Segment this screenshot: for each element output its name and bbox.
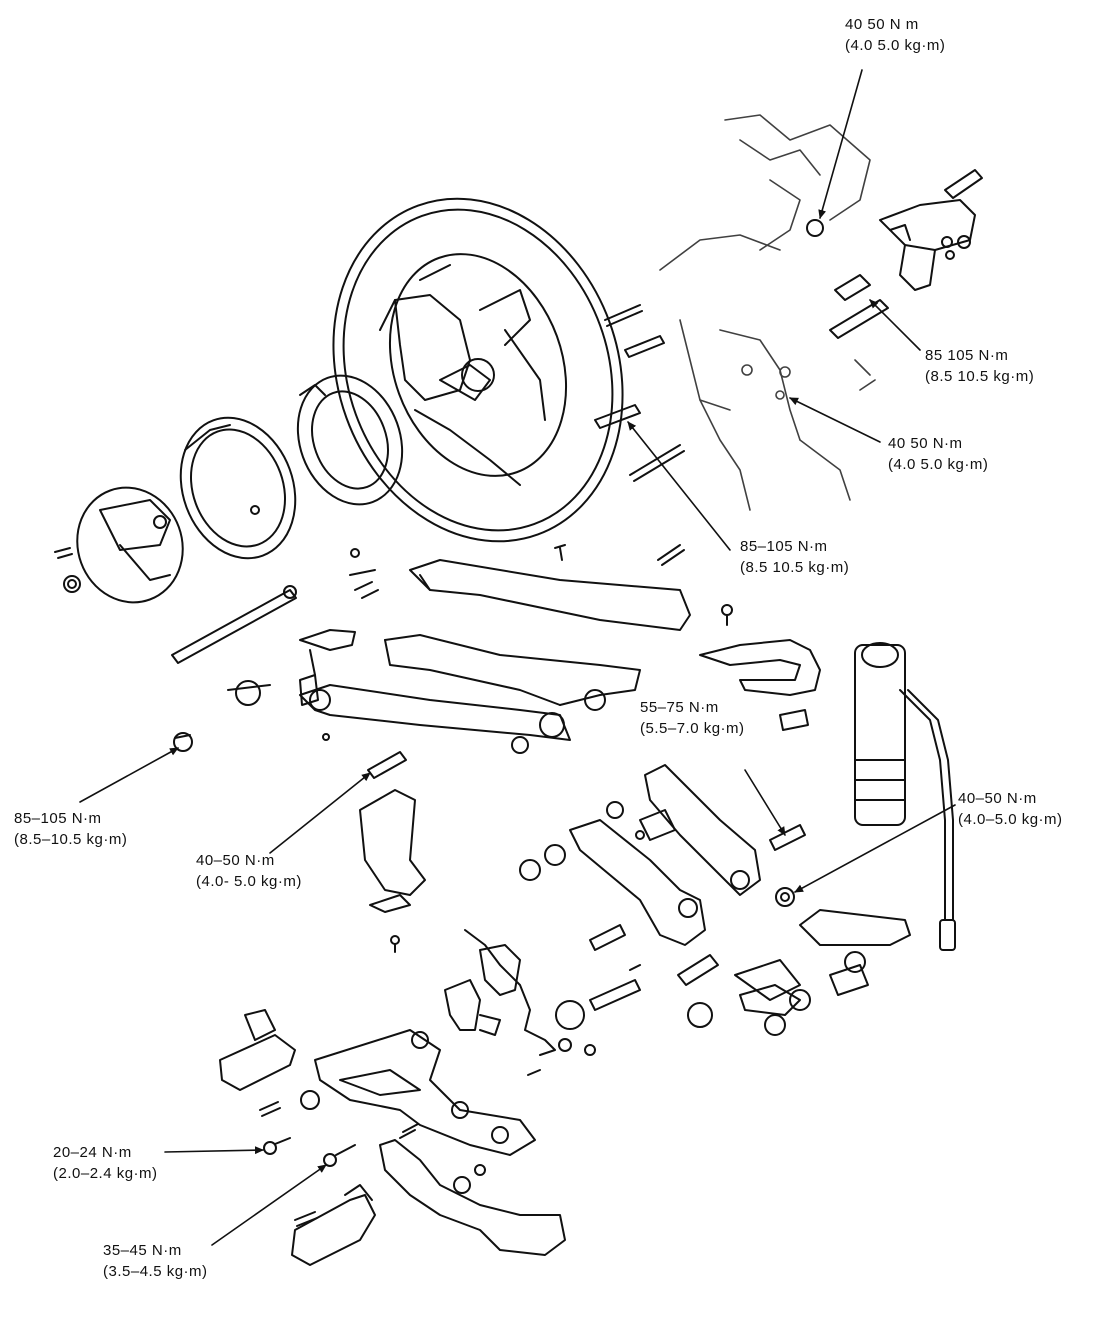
master-cylinder — [444, 929, 596, 1076]
footpegs — [219, 1009, 376, 1266]
linkage — [519, 764, 911, 1036]
brake-caliper — [54, 486, 184, 604]
torque-nm: 20–24 N·m — [53, 1144, 132, 1161]
torque-kgm: (4.0 5.0 kg·m) — [845, 37, 946, 54]
frame-section — [659, 114, 876, 511]
torque-callout-right-bolt: 40 50 N·m (4.0 5.0 kg·m) — [888, 433, 988, 475]
brake-drum — [179, 416, 297, 560]
torque-callout-footpeg-bolt: 20–24 N·m (2.0–2.4 kg·m) — [53, 1142, 158, 1184]
shock-upper-mount — [806, 169, 983, 339]
torque-nm: 85–105 N·m — [14, 810, 102, 827]
torque-nm: 85–105 N·m — [740, 538, 828, 555]
axle-pins — [594, 304, 685, 482]
chain-adjuster — [699, 639, 821, 731]
torque-callout-top-right: 40 50 N m (4.0 5.0 kg·m) — [845, 14, 945, 56]
rear-wheel — [332, 197, 624, 543]
torque-kgm: (8.5–10.5 kg·m) — [14, 831, 128, 848]
torque-nm: 55–75 N·m — [640, 699, 719, 716]
torque-callout-shock-lower: 40–50 N·m (4.0–5.0 kg·m) — [958, 788, 1063, 830]
torque-nm: 40 50 N·m — [888, 435, 963, 452]
torque-kgm: (5.5–7.0 kg·m) — [640, 720, 745, 737]
torque-nm: 85 105 N·m — [925, 347, 1009, 364]
chain-guard — [349, 544, 733, 631]
torque-callout-axle-nut-left: 85–105 N·m (8.5–10.5 kg·m) — [14, 808, 127, 850]
swingarm — [227, 629, 641, 754]
torque-nm: 40–50 N·m — [958, 790, 1037, 807]
torque-kgm: (2.0–2.4 kg·m) — [53, 1165, 158, 1182]
torque-nm: 40 50 N m — [845, 16, 919, 33]
footpeg-bracket — [314, 1029, 536, 1156]
brake-pedal — [379, 1123, 566, 1256]
fasteners — [173, 732, 407, 1167]
torque-kgm: (8.5 10.5 kg·m) — [925, 368, 1035, 385]
sprocket-hub — [296, 374, 404, 506]
torque-kgm: (8.5 10.5 kg·m) — [740, 559, 850, 576]
torque-callout-axle-center: 85–105 N·m (8.5 10.5 kg·m) — [740, 536, 849, 578]
torque-callout-swingarm-pivot: 55–75 N·m (5.5–7.0 kg·m) — [640, 697, 745, 739]
torque-callout-upper-right-pin: 85 105 N·m (8.5 10.5 kg·m) — [925, 345, 1034, 387]
torque-nm: 40–50 N·m — [196, 852, 275, 869]
torque-callout-pivot-bolt-left: 40–50 N·m (4.0- 5.0 kg·m) — [196, 850, 302, 892]
rear-shock — [854, 642, 956, 951]
leader-lines — [79, 69, 956, 1246]
torque-kgm: (3.5–4.5 kg·m) — [103, 1263, 208, 1280]
torque-kgm: (4.0- 5.0 kg·m) — [196, 873, 302, 890]
torque-kgm: (4.0–5.0 kg·m) — [958, 811, 1063, 828]
chain-slider — [359, 789, 426, 953]
torque-kgm: (4.0 5.0 kg·m) — [888, 456, 989, 473]
torque-nm: 35–45 N·m — [103, 1242, 182, 1259]
torque-callout-bracket-bolt: 35–45 N·m (3.5–4.5 kg·m) — [103, 1240, 208, 1282]
rear-axle — [171, 585, 297, 664]
